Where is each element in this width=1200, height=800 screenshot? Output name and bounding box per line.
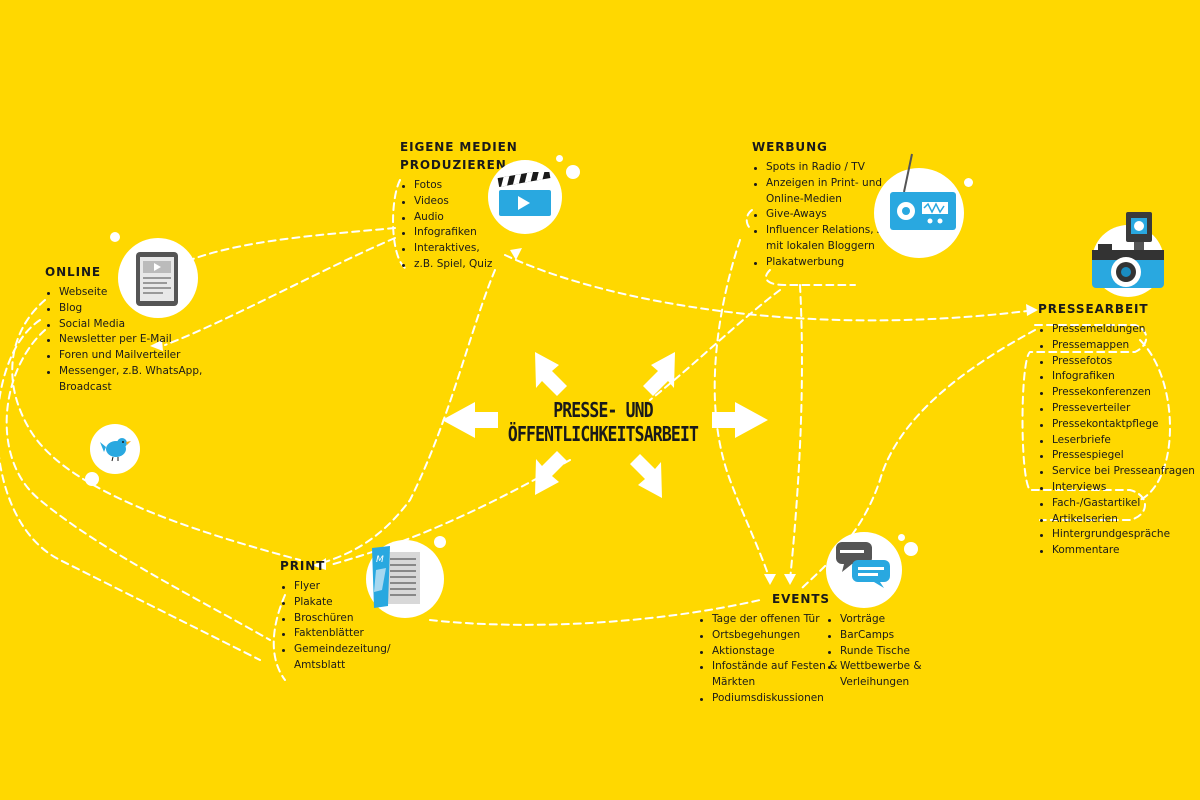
svg-text:M: M xyxy=(376,555,384,565)
list-item: Faktenblätter xyxy=(280,626,391,642)
list-item: Fotos xyxy=(400,178,518,194)
decor-dot xyxy=(964,178,973,187)
list-item: Interaktives, xyxy=(400,241,518,257)
list-item: Give-Aways xyxy=(752,207,896,223)
list-item: Audio xyxy=(400,210,518,226)
list-item: Plakate xyxy=(280,595,391,611)
list-item: Verleihungen xyxy=(840,676,910,689)
list-item: Webseite xyxy=(45,285,202,301)
newspaper-icon: M xyxy=(372,546,420,608)
list-item: Runde Tische xyxy=(826,644,922,660)
list-item: Infografiken xyxy=(400,225,518,241)
list-item: Fach-/Gastartikel xyxy=(1038,496,1195,512)
list-item: Flyer xyxy=(280,579,391,595)
list-item: Pressemappen xyxy=(1038,338,1195,354)
decor-dot xyxy=(85,472,99,486)
decor-dot xyxy=(110,232,120,242)
list-item: Interviews xyxy=(1038,480,1195,496)
section-pressearbeit: Pressearbeit Pressemeldungen Pressemappe… xyxy=(1038,300,1195,559)
list-item: Pressekonferenzen xyxy=(1038,385,1195,401)
events-title: Events xyxy=(772,592,830,606)
list-item: Amtsblatt xyxy=(294,658,346,671)
list-item: z.B. Spiel, Quiz xyxy=(400,257,518,273)
decor-dot xyxy=(898,534,905,541)
list-item: Social Media xyxy=(45,317,202,333)
section-events: Events Tage der offenen Tür Ortsbegehung… xyxy=(698,590,922,707)
pressearbeit-title: Pressearbeit xyxy=(1038,302,1149,316)
central-title-line2: ÖFFENTLICHKEITSARBEIT xyxy=(507,422,699,446)
radio-icon xyxy=(890,153,956,230)
list-item: Wettbewerbe & xyxy=(826,659,922,675)
decor-dot xyxy=(434,536,446,548)
list-item: Presseverteiler xyxy=(1038,401,1195,417)
list-item: Influencer Relations, z.B. xyxy=(752,223,896,239)
list-item: BarCamps xyxy=(826,628,922,644)
list-item: Service bei Presseanfragen xyxy=(1038,464,1195,480)
werbung-title: Werbung xyxy=(752,140,828,154)
eigene-medien-title-line2: produzieren xyxy=(400,158,507,172)
camera-icon xyxy=(1092,212,1164,288)
list-item: Online-Medien xyxy=(766,192,842,205)
list-item: Foren und Mailverteiler xyxy=(45,348,202,364)
section-online: Online Webseite Blog Social Media Newsle… xyxy=(45,263,202,396)
decor-dot xyxy=(904,542,918,556)
list-item: Pressefotos xyxy=(1038,354,1195,370)
list-item: Gemeindezeitung/ xyxy=(280,642,391,658)
section-print: Print Flyer Plakate Broschüren Faktenblä… xyxy=(280,557,391,674)
list-item: Ortsbegehungen xyxy=(698,628,826,644)
list-item: Broadcast xyxy=(59,380,112,393)
bird-icon xyxy=(100,438,131,462)
list-item: Messenger, z.B. WhatsApp, xyxy=(45,364,202,380)
decor-dot xyxy=(556,155,563,162)
section-eigene-medien: Eigene medien produzieren Fotos Videos A… xyxy=(400,138,518,273)
list-item: mit lokalen Bloggern xyxy=(766,239,875,252)
central-arrows xyxy=(442,352,768,498)
list-item: Artikelserien xyxy=(1038,512,1195,528)
list-item: Kommentare xyxy=(1038,543,1195,559)
list-item: Pressespiegel xyxy=(1038,448,1195,464)
list-item: Tage der offenen Tür xyxy=(698,612,826,628)
online-title: Online xyxy=(45,265,101,279)
list-item: Podiumsdiskussionen xyxy=(698,691,826,707)
list-item: Spots in Radio / TV xyxy=(752,160,896,176)
list-item: Pressekontaktpflege xyxy=(1038,417,1195,433)
list-item: Hintergrundgespräche xyxy=(1038,527,1195,543)
central-title: PRESSE- UND ÖFFENTLICHKEITSARBEIT xyxy=(501,398,706,446)
list-item: Infografiken xyxy=(1038,369,1195,385)
list-item: Videos xyxy=(400,194,518,210)
section-werbung: Werbung Spots in Radio / TV Anzeigen in … xyxy=(752,138,896,271)
list-item: Aktionstage xyxy=(698,644,826,660)
list-item: Newsletter per E-Mail xyxy=(45,332,202,348)
list-item: Blog xyxy=(45,301,202,317)
list-item: Infostände auf Festen & xyxy=(698,659,837,675)
list-item: Märkten xyxy=(712,676,756,689)
list-item: Broschüren xyxy=(280,611,391,627)
eigene-medien-title-line1: Eigene medien xyxy=(400,140,518,154)
list-item: Leserbriefe xyxy=(1038,433,1195,449)
list-item: Pressemeldungen xyxy=(1038,322,1195,338)
tablet-icon xyxy=(136,252,178,306)
eigene-medien-title: Eigene medien produzieren xyxy=(400,138,518,174)
decor-dot xyxy=(566,165,580,179)
print-title: Print xyxy=(280,559,326,573)
central-title-line1: PRESSE- UND xyxy=(553,398,653,422)
list-item: Plakatwerbung xyxy=(752,255,896,271)
film-clapper-icon xyxy=(497,172,551,216)
list-item: Vorträge xyxy=(826,612,922,628)
list-item: Anzeigen in Print- und xyxy=(752,176,896,192)
speech-bubbles-icon xyxy=(836,542,890,588)
